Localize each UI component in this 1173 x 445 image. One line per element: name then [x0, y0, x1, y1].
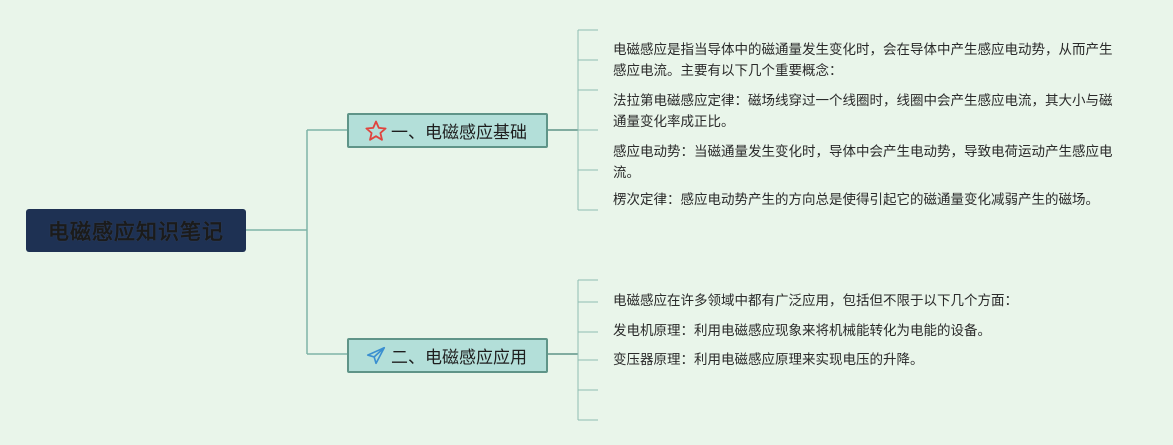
leaf-item[interactable]: 法拉第电磁感应定律：磁场线穿过一个线圈时，线圈中会产生感应电流，其大小与磁通量变…	[613, 93, 1113, 130]
branch-label: 二、电磁感应应用	[391, 348, 527, 368]
leaf-item[interactable]: 感应电动势：当磁通量发生变化时，导体中会产生电动势，导致电荷运动产生感应电流。	[613, 144, 1113, 181]
paper-plane-icon	[363, 343, 389, 369]
branch-node-basics[interactable]: 一、电磁感应基础	[347, 113, 548, 148]
leaf-item[interactable]: 发电机原理：利用电磁感应现象来将机械能转化为电能的设备。	[613, 323, 991, 339]
root-node[interactable]: 电磁感应知识笔记	[26, 209, 246, 252]
leaf-item[interactable]: 楞次定律：感应电动势产生的方向总是使得引起它的磁通量变化减弱产生的磁场。	[613, 192, 1099, 208]
leaf-item[interactable]: 变压器原理：利用电磁感应原理来实现电压的升降。	[613, 352, 924, 368]
root-title: 电磁感应知识笔记	[48, 219, 224, 244]
leaf-item[interactable]: 电磁感应是指当导体中的磁通量发生变化时，会在导体中产生感应电动势，从而产生感应电…	[613, 42, 1113, 79]
branch-node-applications[interactable]: 二、电磁感应应用	[347, 338, 548, 373]
branch-label: 一、电磁感应基础	[391, 123, 527, 143]
star-icon	[363, 118, 389, 144]
leaf-item[interactable]: 电磁感应在许多领域中都有广泛应用，包括但不限于以下几个方面：	[613, 293, 1018, 309]
